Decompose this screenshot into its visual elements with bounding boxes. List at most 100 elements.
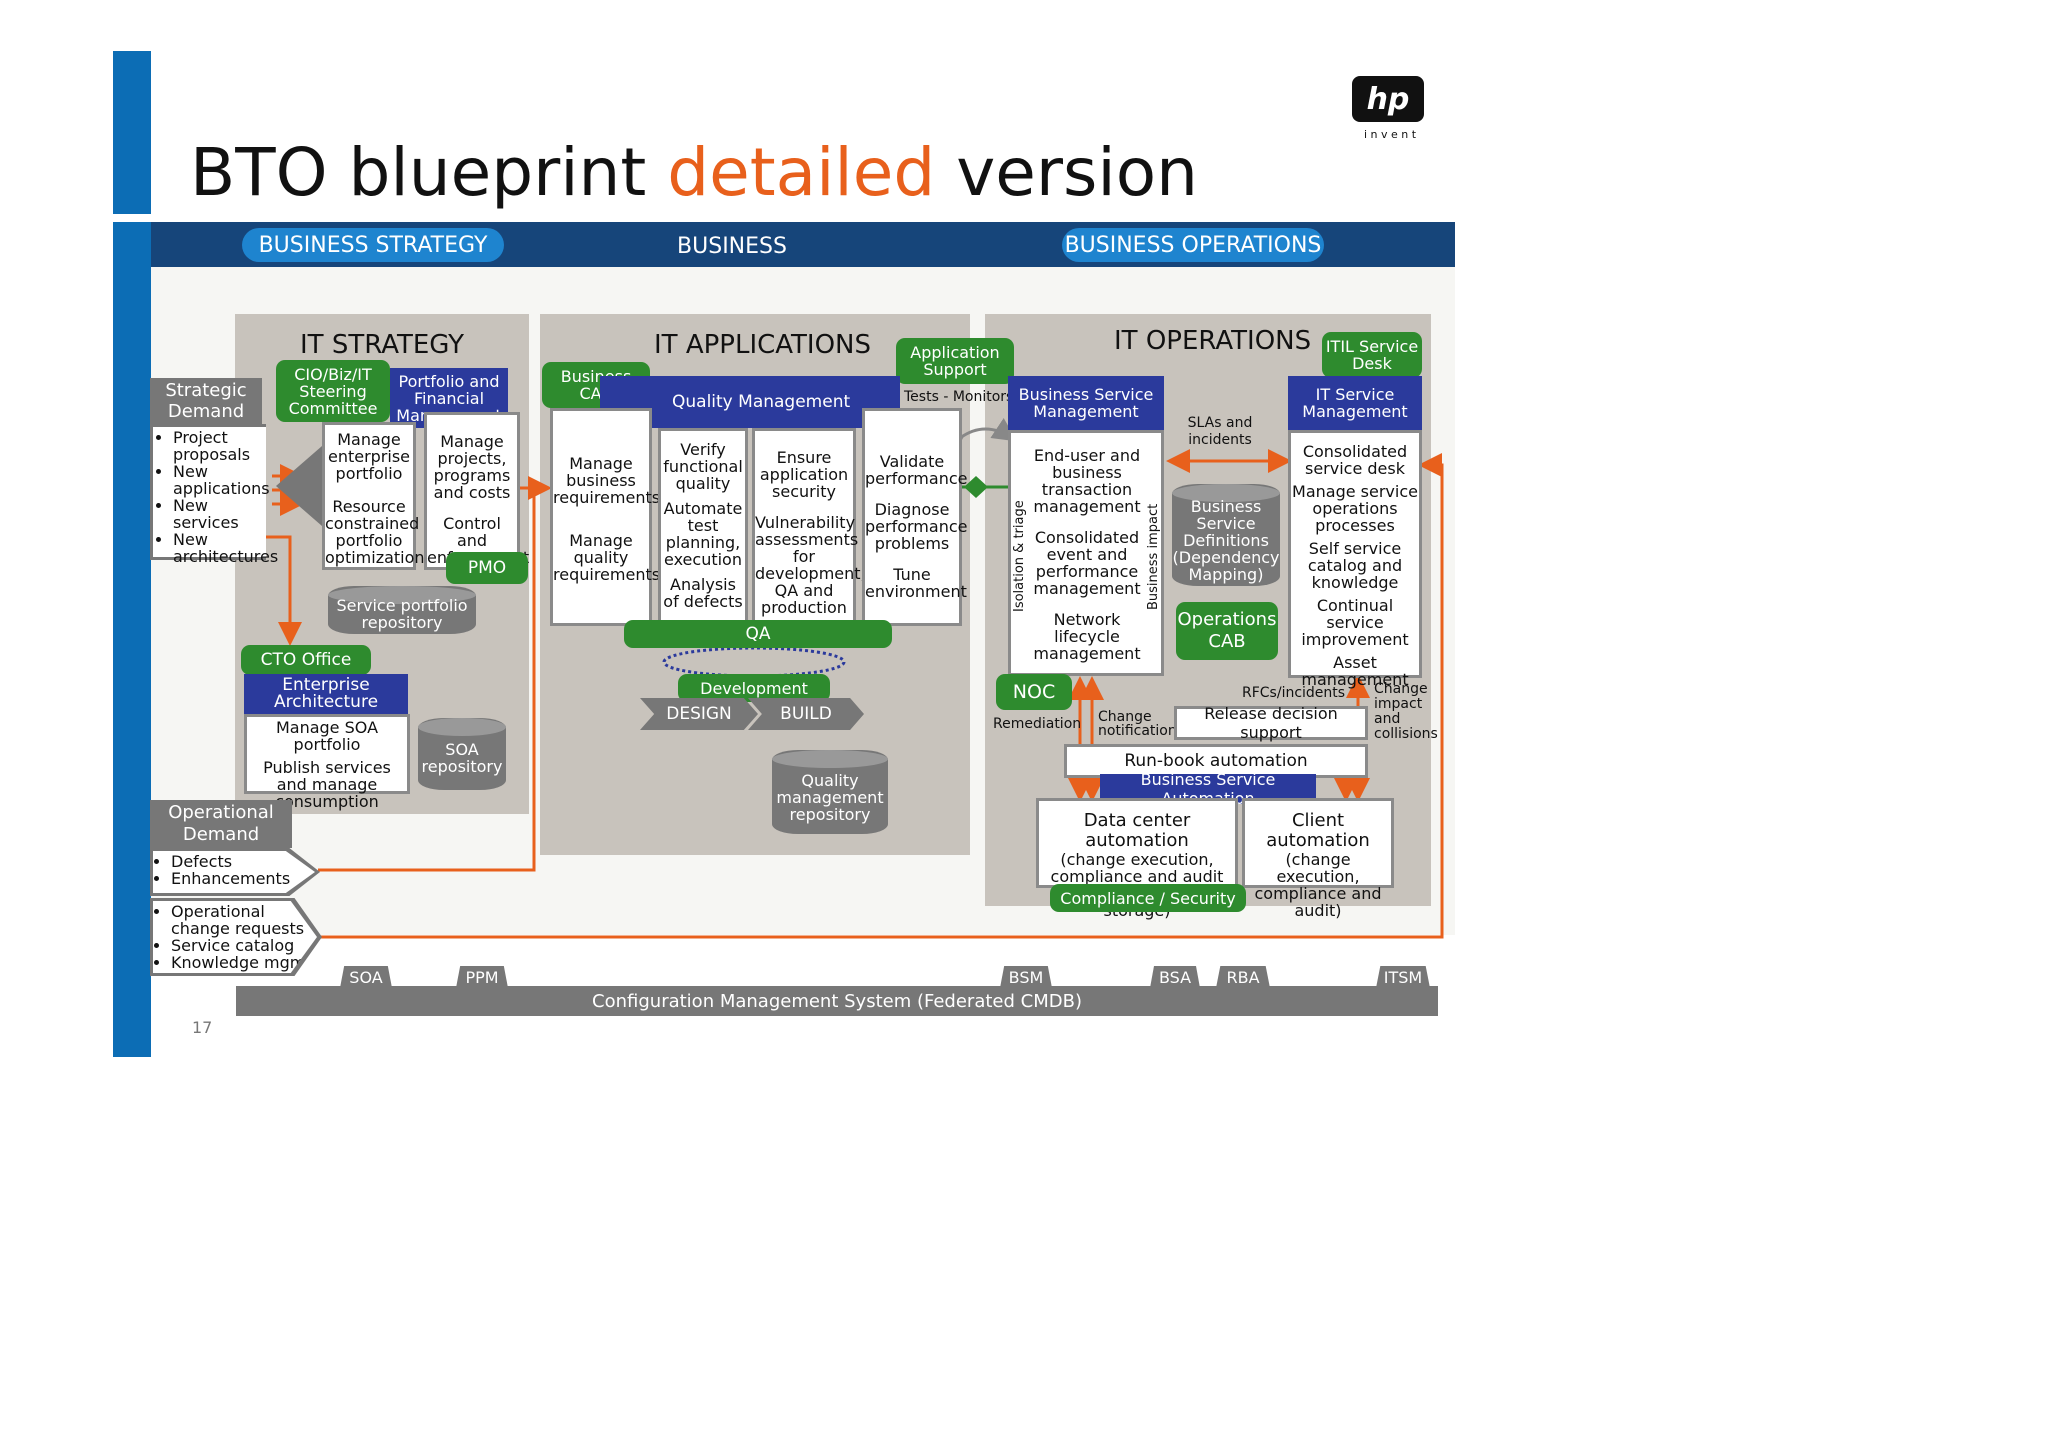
operational-demand-list2: Operational change requests Service cata… xyxy=(155,903,317,971)
manage-projects: Manage projects, programs and costs xyxy=(433,432,511,502)
automate-test: Automate test planning, execution xyxy=(663,499,743,569)
quality-management-header: Quality Management xyxy=(600,376,900,428)
quality-management-repository: Quality management repository xyxy=(772,750,888,834)
business-strategy-pill: BUSINESS STRATEGY xyxy=(242,228,504,262)
business-operations-label: BUSINESS OPERATIONS xyxy=(1064,232,1322,258)
list-item: New services xyxy=(173,497,266,531)
change-impact-label: Change impact and collisions xyxy=(1374,681,1438,742)
validate-performance: Validate performance xyxy=(865,452,968,488)
strategic-demand-list: Project proposals New applications New s… xyxy=(157,429,278,565)
business-service-management-header: Business Service Management xyxy=(1008,376,1164,430)
manage-service-operations: Manage service operations processes xyxy=(1292,482,1418,535)
run-book-automation-label: Run-book automation xyxy=(1124,751,1308,771)
noc-label: NOC xyxy=(996,674,1072,710)
consolidated-service-desk: Consolidated service desk xyxy=(1302,442,1408,478)
publish-services: Publish services and manage consumption xyxy=(263,758,391,811)
strategy-col-projects: Manage projects, programs and costs Cont… xyxy=(424,412,529,570)
application-support: Application Support xyxy=(896,338,1014,384)
slas-incidents: SLAs and incidents xyxy=(1187,415,1253,448)
design-chevron: DESIGN xyxy=(640,698,758,730)
page-number: 17 xyxy=(192,1018,213,1037)
strategic-demand-title: Strategic Demand xyxy=(165,380,247,422)
cto-office-label: CTO Office xyxy=(260,650,352,670)
operational-demand-header: Operational Demand xyxy=(150,800,292,848)
operational-demand-list1: Defects Enhancements xyxy=(155,853,315,887)
asset-management: Asset management xyxy=(1301,653,1409,689)
list-item: New applications xyxy=(173,463,270,497)
hp-tagline: i n v e n t xyxy=(1363,128,1417,141)
left-accent-gap xyxy=(113,214,151,222)
verify-functional-quality: Verify functional quality xyxy=(663,440,743,493)
cmdb-tab-soa: SOA xyxy=(340,966,392,988)
cmdb-tab-bsm: BSM xyxy=(1000,966,1052,988)
strategic-demand-box: Project proposals New applications New s… xyxy=(150,424,278,565)
operational-demand-inner1: Defects Enhancements xyxy=(153,851,315,893)
noc-text: NOC xyxy=(1012,681,1056,703)
operational-demand-title: Operational Demand xyxy=(168,802,274,845)
operations-cab-label: Operations CAB xyxy=(1177,609,1277,652)
it-service-management-label: IT Service Management xyxy=(1302,385,1408,421)
design-label: DESIGN xyxy=(666,704,732,724)
build-chevron: BUILD xyxy=(748,698,864,730)
cmdb-tab-label: ITSM xyxy=(1383,967,1423,987)
quality-management-label: Quality Management xyxy=(672,392,851,412)
list-item: Project proposals xyxy=(173,429,266,463)
cmdb-tab-rba: RBA xyxy=(1216,966,1270,988)
it-applications-title: IT APPLICATIONS xyxy=(654,330,872,360)
enterprise-architecture-label: Enterprise Architecture xyxy=(273,675,379,712)
isolation-triage-label: Isolation & triage xyxy=(1012,500,1027,612)
cmdb-tab-itsm: ITSM xyxy=(1376,966,1430,988)
analysis-of-defects: Analysis of defects xyxy=(663,575,743,611)
development-label: Development xyxy=(700,678,808,698)
apps-col-performance: Validate performance Diagnose performanc… xyxy=(862,408,968,626)
list-item: Enhancements xyxy=(171,870,315,887)
manage-soa-portfolio: Manage SOA portfolio xyxy=(275,718,379,754)
list-item: Knowledge mgmt. xyxy=(171,954,317,971)
strategy-col-portfolio: Manage enterprise portfolio Resource con… xyxy=(322,422,425,570)
resource-constrained: Resource constrained portfolio optimizat… xyxy=(325,497,425,567)
steering-committee-label: CIO/Biz/IT Steering Committee xyxy=(288,364,378,418)
business-service-definitions: Business Service Definitions (Dependency… xyxy=(1172,484,1280,586)
end-user-transaction: End-user and business transaction manage… xyxy=(1033,446,1141,516)
itil-service-desk: ITIL Service Desk xyxy=(1322,332,1422,378)
list-item: Operational change requests xyxy=(171,903,317,937)
cmdb-bar: Configuration Management System (Federat… xyxy=(236,986,1438,1016)
vulnerability-assessments: Vulnerability assessments for developmen… xyxy=(755,513,866,617)
qa-bar: QA xyxy=(624,620,892,648)
enterprise-architecture-box: Manage SOA portfolio Publish services an… xyxy=(244,714,410,810)
cmdb-tab-ppm: PPM xyxy=(456,966,508,988)
quality-management-repository-label: Quality management repository xyxy=(776,770,884,824)
soa-repository: SOA repository xyxy=(418,718,506,790)
business-service-definitions-label: Business Service Definitions (Dependency… xyxy=(1172,496,1280,584)
rfcs-incidents-label: RFCs/incidents xyxy=(1242,685,1346,701)
business-service-management-label: Business Service Management xyxy=(1018,385,1154,421)
business-impact-label: Business impact xyxy=(1146,503,1161,610)
connector-lines xyxy=(262,418,1444,939)
service-portfolio-repository-label: Service portfolio repository xyxy=(336,596,468,632)
apps-col-requirements: Manage business requirements Manage qual… xyxy=(550,408,660,626)
remediation-label: Remediation xyxy=(993,716,1082,732)
bsm-box: End-user and business transaction manage… xyxy=(1008,430,1164,676)
tests-monitors: Tests - Monitors xyxy=(904,389,1014,405)
list-item: Service catalog xyxy=(171,937,317,954)
client-automation-sub: (change execution, compliance and audit) xyxy=(1254,850,1382,920)
it-strategy-title: IT STRATEGY xyxy=(300,330,465,360)
release-decision-support: Release decision support xyxy=(1174,704,1368,742)
change-notification-label: Change notification xyxy=(1098,709,1177,739)
cmdb-tab-label: RBA xyxy=(1226,967,1260,987)
cmdb-tab-label: PPM xyxy=(465,967,499,987)
operations-cab: Operations CAB xyxy=(1176,602,1278,660)
development-bar: Development xyxy=(678,674,830,702)
it-service-management-header: IT Service Management xyxy=(1288,376,1422,430)
manage-enterprise-portfolio: Manage enterprise portfolio xyxy=(327,430,411,483)
release-decision-support-label: Release decision support xyxy=(1204,704,1338,742)
consolidated-event: Consolidated event and performance manag… xyxy=(1033,528,1141,598)
strategic-demand-header: Strategic Demand xyxy=(150,378,262,424)
pmo-label: PMO xyxy=(446,552,528,584)
it-operations-title: IT OPERATIONS xyxy=(1114,326,1312,356)
self-service-catalog: Self service catalog and knowledge xyxy=(1307,539,1403,592)
diagnose-performance: Diagnose performance problems xyxy=(865,500,968,553)
cmdb-tab-label: BSM xyxy=(1008,967,1044,987)
operational-demand-inner2: Operational change requests Service cata… xyxy=(153,901,317,973)
service-portfolio-repository: Service portfolio repository xyxy=(328,586,476,634)
